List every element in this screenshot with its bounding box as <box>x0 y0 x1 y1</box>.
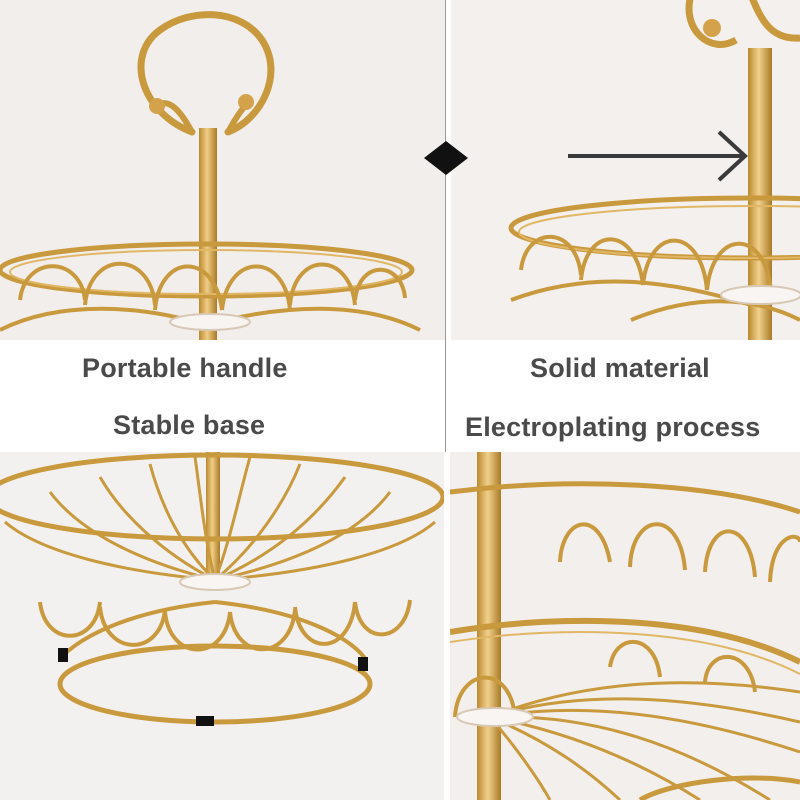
electroplating-photo <box>450 452 800 800</box>
basket-base-illustration <box>0 452 444 726</box>
solid-material-photo <box>451 0 800 340</box>
caption-solid-material: Solid material <box>530 353 710 383</box>
caption-stable-base: Stable base <box>113 410 266 440</box>
portable-handle-photo <box>0 0 445 340</box>
foot-pad-left <box>58 648 68 662</box>
diamond-marker-icon <box>424 141 468 175</box>
divider-line <box>445 0 446 452</box>
arrow-head-icon <box>717 130 748 182</box>
caption-portable-handle: Portable handle <box>82 353 288 383</box>
foot-pad-right <box>358 657 368 671</box>
basket-handle-illustration <box>0 11 421 340</box>
stable-base-photo <box>0 452 444 800</box>
basket-closeup-illustration <box>450 452 800 800</box>
foot-pad-front <box>196 716 214 726</box>
basket-pole-illustration <box>508 0 800 340</box>
caption-electroplating-process: Electroplating process <box>465 412 761 442</box>
